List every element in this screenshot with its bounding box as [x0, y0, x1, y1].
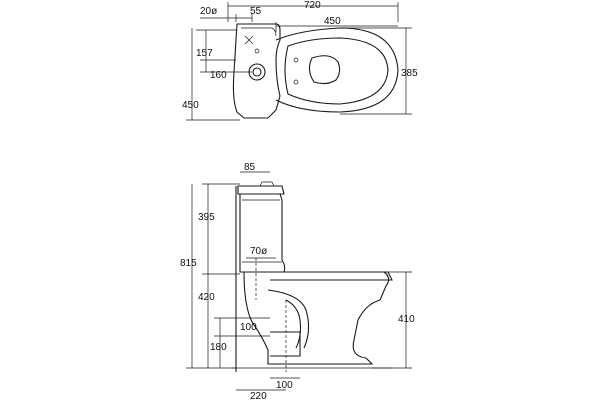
pan-trap [267, 289, 310, 349]
dim-720-label: 720 [304, 0, 321, 11]
dim-815-label: 815 [180, 258, 197, 269]
side-view: 85 395 815 70ø 420 410 100 180 100 [180, 162, 415, 400]
dim-85-label: 85 [244, 162, 256, 173]
dim-220-label: 220 [250, 391, 267, 400]
top-view: 720 20ø 55 450 157 160 450 385 [182, 0, 418, 121]
top-cistern-outline [232, 23, 281, 119]
dim-55-label: 55 [250, 6, 262, 17]
top-flush-button-inner [252, 67, 262, 77]
dim-depth-450-label: 450 [182, 100, 199, 111]
seat [270, 271, 393, 281]
dim-70-dia-label: 70ø [250, 246, 267, 257]
dim-20-dia-label: 20ø [200, 6, 217, 17]
dim-outlet-100-label: 100 [240, 322, 257, 333]
dim-385-label: 385 [401, 68, 418, 79]
dim-bowl-450-label: 450 [324, 16, 341, 27]
outlet-pipe [270, 331, 301, 357]
dim-157-label: 157 [196, 48, 213, 59]
top-cistern-inner [241, 27, 277, 37]
dim-410-label: 410 [398, 314, 415, 325]
pan-body [243, 271, 390, 365]
dim-160-label: 160 [210, 70, 227, 81]
top-bowl-inner [284, 37, 389, 105]
top-bowl-outer [275, 27, 399, 113]
top-seat-opening [308, 55, 341, 85]
cistern-body [239, 193, 286, 273]
cistern-lid [237, 185, 285, 195]
dim-395-label: 395 [198, 212, 215, 223]
dim-420-label: 420 [198, 292, 215, 303]
dim-bottom-100-label: 100 [276, 380, 293, 391]
top-inlet-hole [254, 48, 260, 54]
top-inlet-mark-b [244, 35, 254, 45]
dim-180-label: 180 [210, 342, 227, 353]
top-hinge-right [293, 79, 299, 85]
top-hinge-left [293, 57, 299, 63]
